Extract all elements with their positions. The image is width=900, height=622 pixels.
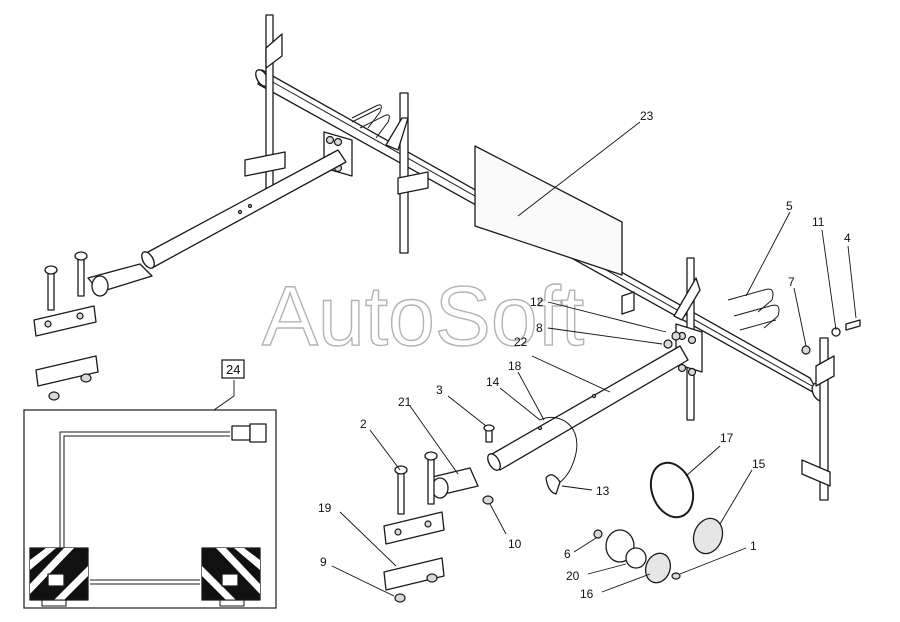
callout-21: 21 (398, 395, 412, 409)
callout-1: 1 (750, 539, 757, 553)
lens-15 (692, 517, 724, 555)
nut-6 (593, 529, 603, 539)
callout-8: 8 (536, 321, 543, 335)
detail-box-label: 24 (226, 362, 240, 377)
callout-10: 10 (508, 537, 522, 551)
callout-4: 4 (844, 231, 851, 245)
callout-9: 9 (320, 555, 327, 569)
callout-20: 20 (566, 569, 580, 583)
upper-left-bracket (244, 14, 286, 196)
right-center-bracket (663, 257, 703, 421)
callout-14: 14 (486, 375, 500, 389)
callout-16: 16 (580, 587, 594, 601)
upper-u-bolts (351, 104, 390, 139)
callout-labels: 23 5 11 4 7 12 8 22 18 14 3 21 2 13 17 1… (318, 109, 851, 601)
callout-3: 3 (436, 383, 443, 397)
screw-1 (671, 572, 681, 580)
callout-15: 15 (752, 457, 766, 471)
callout-18: 18 (508, 359, 522, 373)
lens-16 (644, 552, 672, 584)
callout-5: 5 (786, 199, 793, 213)
callout-2: 2 (360, 417, 367, 431)
detail-inset: 24 (23, 359, 277, 609)
middle-bracket (385, 92, 429, 254)
callout-23: 23 (640, 109, 654, 123)
right-extension-tube (487, 345, 689, 471)
lamp-ring (649, 461, 695, 519)
callout-17: 17 (720, 431, 734, 445)
callout-22: 22 (514, 335, 528, 349)
rear-lamp-left (29, 547, 89, 607)
left-lamp-bracket (33, 251, 153, 401)
rear-lamp-right (201, 547, 261, 607)
bolt-3 (483, 424, 495, 443)
callout-12: 12 (530, 295, 544, 309)
callout-13: 13 (596, 484, 610, 498)
small-clip (621, 291, 635, 315)
right-end-bracket (801, 319, 861, 501)
callout-6: 6 (564, 547, 571, 561)
right-lamp-bracket (383, 451, 494, 603)
lamp-body-20 (625, 547, 647, 569)
callout-leaders (331, 121, 857, 597)
callout-11: 11 (812, 215, 825, 229)
watermark-text: AutoSoft (262, 269, 584, 363)
sign-panel (474, 145, 623, 276)
detail-box-label-frame (221, 359, 245, 379)
callout-19: 19 (318, 501, 332, 515)
callout-7: 7 (788, 275, 795, 289)
plug-13 (545, 474, 561, 495)
right-u-bolts (727, 288, 780, 331)
left-extension-tube (141, 149, 347, 269)
